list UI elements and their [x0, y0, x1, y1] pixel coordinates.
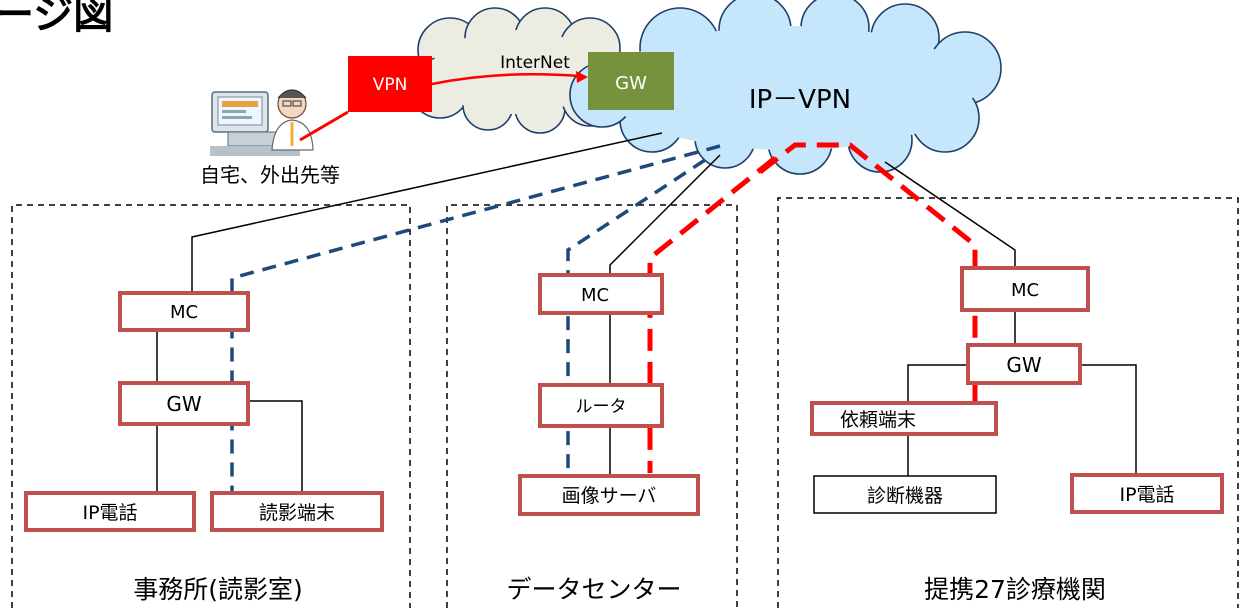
internet-label: InterNet — [500, 53, 570, 73]
partner-gw-node[interactable]: GW — [966, 343, 1082, 385]
office-mc-node[interactable]: MC — [118, 291, 250, 332]
remote-gw-box[interactable] — [588, 52, 674, 110]
partner-request-terminal-node[interactable]: 依頼端末 — [810, 401, 998, 436]
office-site-caption: 事務所(読影室) — [133, 575, 303, 604]
office-reading-terminal-label: 読影端末 — [259, 502, 335, 524]
office-ip-phone-node[interactable]: IP電話 — [24, 491, 196, 532]
datacenter-image-server-node[interactable]: 画像サーバ — [518, 474, 700, 516]
datacenter-image-server-label: 画像サーバ — [562, 485, 657, 507]
remote-location-caption: 自宅、外出先等 — [200, 163, 340, 187]
office-gw-node[interactable]: GW — [118, 381, 250, 426]
datacenter-router-label: ルータ — [576, 397, 627, 417]
partner-ip-phone-label: IP電話 — [1119, 484, 1174, 506]
vpn-box[interactable] — [348, 56, 432, 112]
vpn-label: VPN — [373, 75, 408, 95]
office-ip-phone-label: IP電話 — [82, 502, 137, 524]
datacenter-site-boundary — [446, 204, 738, 608]
physical-links — [156, 132, 1137, 493]
office-reading-terminal-node[interactable]: 読影端末 — [210, 491, 384, 532]
partner-diagnostic-device-label: 診断機器 — [867, 485, 943, 507]
partner-site-boundary — [777, 197, 1239, 608]
partner-gw-label: GW — [1006, 353, 1041, 377]
office-site-boundary — [11, 204, 411, 608]
remote-to-vpn-link — [299, 110, 349, 142]
office-mc-label: MC — [170, 302, 198, 323]
partner-mc-node[interactable]: MC — [960, 266, 1090, 312]
page-title-fragment: ージ図 — [0, 0, 113, 38]
tunnel-arrow-icon — [576, 71, 588, 83]
partner-site-caption: 提携27診療機関 — [924, 575, 1106, 604]
ip-vpn-label: IP－VPN — [749, 85, 851, 115]
partner-image-path-red — [758, 142, 978, 410]
partner-ip-phone-node[interactable]: IP電話 — [1070, 473, 1224, 514]
datacenter-site-caption: データセンター — [506, 575, 681, 604]
datacenter-mc-label: MC — [581, 285, 609, 306]
partner-request-terminal-label: 依頼端末 — [840, 409, 916, 431]
office-gw-label: GW — [166, 392, 201, 416]
partner-diagnostic-device-node[interactable]: 診断機器 — [813, 475, 997, 514]
vpn-to-gw-tunnel — [431, 72, 581, 86]
ip-vpn-cloud — [569, 0, 1002, 175]
datacenter-mc-node[interactable]: MC — [538, 273, 664, 315]
datacenter-router-node[interactable]: ルータ — [538, 383, 664, 428]
partner-mc-label: MC — [1011, 280, 1039, 301]
remote-user-icon — [210, 89, 314, 156]
remote-gw-label: GW — [615, 73, 647, 94]
